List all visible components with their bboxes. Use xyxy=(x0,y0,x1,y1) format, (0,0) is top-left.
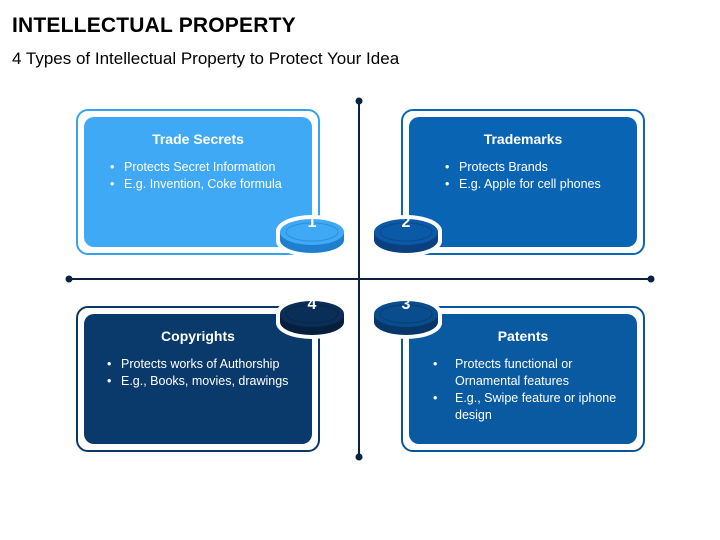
bullet-text: E.g. Invention, Coke formula xyxy=(124,177,282,191)
coin-4-icon xyxy=(276,297,348,339)
bullet-text: Protects Brands xyxy=(459,160,548,174)
list-item: • Protects works of Authorship xyxy=(107,356,306,373)
bullet-text: E.g. Apple for cell phones xyxy=(459,177,601,191)
patents-bullets: • Protects functional or Ornamental featu… xyxy=(433,356,630,424)
trademarks-card: Trademarks • Protects Brands • E.g. Apple … xyxy=(401,109,645,255)
axis-end-left xyxy=(65,275,73,283)
number-badge-2: 2 xyxy=(366,208,446,260)
badge-number: 1 xyxy=(307,214,317,231)
coin-2-icon xyxy=(370,215,442,257)
bullet-icon: • xyxy=(110,177,115,191)
badge-number: 2 xyxy=(401,214,411,231)
bullet-text: E.g., Books, movies, drawings xyxy=(121,374,289,388)
copyrights-panel: Copyrights • Protects works of Authorship… xyxy=(84,314,312,444)
trade-secrets-bullets: • Protects Secret Information • E.g. Inven… xyxy=(110,159,299,193)
number-badge-4: 4 xyxy=(272,290,352,342)
copyrights-title: Copyrights xyxy=(161,328,235,344)
bullet-icon: • xyxy=(445,160,450,174)
bullet-icon: • xyxy=(433,391,438,405)
bullet-icon: • xyxy=(107,374,112,388)
axis-end-bottom xyxy=(355,453,363,461)
copyrights-card: Copyrights • Protects works of Authorship… xyxy=(76,306,320,452)
badge-number: 3 xyxy=(401,296,411,313)
number-badge-3: 3 xyxy=(366,290,446,342)
list-item: • E.g. Apple for cell phones xyxy=(445,176,619,193)
trademarks-bullets: • Protects Brands • E.g. Apple for cell ph… xyxy=(445,159,619,193)
trademarks-panel: Trademarks • Protects Brands • E.g. Apple … xyxy=(409,117,637,247)
number-badge-1: 1 xyxy=(272,208,352,260)
axis-end-right xyxy=(647,275,655,283)
patents-card: Patents • Protects functional or Ornament… xyxy=(401,306,645,452)
patents-panel: Patents • Protects functional or Ornament… xyxy=(409,314,637,444)
list-item: • Protects Brands xyxy=(445,159,619,176)
list-item: • E.g., Books, movies, drawings xyxy=(107,373,306,390)
patents-title: Patents xyxy=(497,328,549,344)
bullet-text: Protects works of Authorship xyxy=(121,357,280,371)
bullet-text: E.g., Swipe feature or iphone design xyxy=(455,391,617,422)
bullet-text: Protects Secret Information xyxy=(124,160,276,174)
trade-secrets-title: Trade Secrets xyxy=(152,131,244,147)
list-item: • E.g., Swipe feature or iphone design xyxy=(433,390,630,424)
list-item: • Protects functional or Ornamental featu… xyxy=(433,356,630,390)
list-item: • E.g. Invention, Coke formula xyxy=(110,176,299,193)
trade-secrets-panel: Trade Secrets • Protects Secret Informati… xyxy=(84,117,312,247)
axis-end-top xyxy=(355,97,363,105)
page-title: INTELLECTUAL PROPERTY xyxy=(12,14,296,37)
bullet-icon: • xyxy=(445,177,450,191)
trade-secrets-card: Trade Secrets • Protects Secret Informati… xyxy=(76,109,320,255)
trademarks-title: Trademarks xyxy=(483,131,563,147)
bullet-icon: • xyxy=(433,357,438,371)
bullet-text: Protects functional or Ornamental featur… xyxy=(455,357,573,388)
coin-3-icon xyxy=(370,297,442,339)
badge-number: 4 xyxy=(307,296,317,313)
coin-1-icon xyxy=(276,215,348,257)
copyrights-bullets: • Protects works of Authorship • E.g., Boo… xyxy=(107,356,306,390)
bullet-icon: • xyxy=(107,357,112,371)
list-item: • Protects Secret Information xyxy=(110,159,299,176)
bullet-icon: • xyxy=(110,160,115,174)
page-subtitle: 4 Types of Intellectual Property to Prot… xyxy=(12,49,400,68)
